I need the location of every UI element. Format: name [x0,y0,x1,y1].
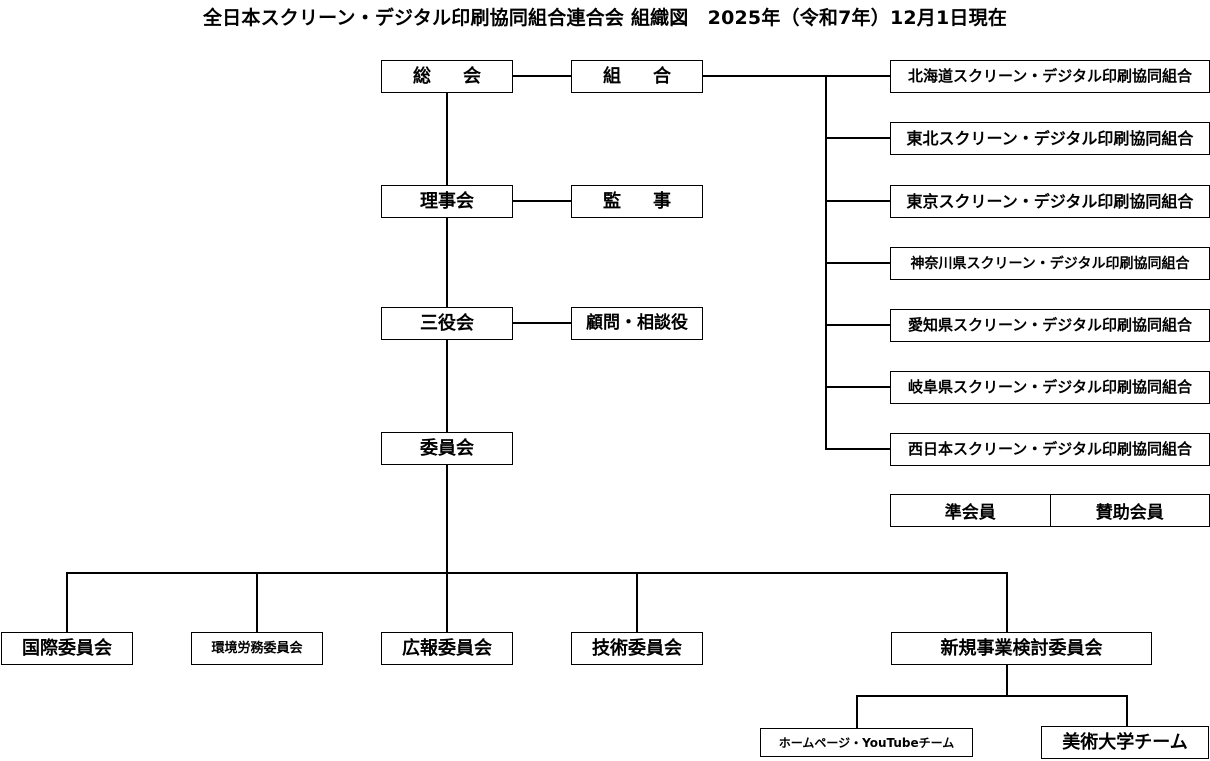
node-member-union-tokyo[interactable]: 東京スクリーン・デジタル印刷協同組合 [890,185,1210,218]
connector-team-bus [856,695,1127,697]
connector-committee-bus [446,464,448,572]
node-committee-technical[interactable]: 技術委員会 [571,632,703,665]
node-member-union-kanagawa[interactable]: 神奈川県スクリーン・デジタル印刷協同組合 [890,247,1210,280]
connector-branch-newbusiness [1006,572,1008,632]
connector-branch-art-team [1126,695,1128,728]
connector-branch-environment [256,572,258,632]
connector-committee-horizontal-bus [66,572,1007,574]
node-associate-member[interactable]: 準会員 [944,503,996,523]
page-title: 全日本スクリーン・デジタル印刷協同組合連合会 組織図 2025年（令和7年）12… [202,7,1008,29]
connector-union-stub-3 [825,200,891,202]
connector-assembly-board [446,92,448,186]
node-committee-environment-labor[interactable]: 環境労務委員会 [191,632,323,665]
node-union[interactable]: 組 合 [571,60,703,93]
node-member-union-nishinihon[interactable]: 西日本スクリーン・デジタル印刷協同組合 [890,433,1210,466]
connector-union-stub-7 [825,448,891,450]
connector-board-exec [446,217,448,307]
connector-exec-advisor [512,322,571,324]
member-class-box: 準会員 賛助会員 [890,494,1210,527]
node-committee-international[interactable]: 国際委員会 [1,632,133,665]
node-general-assembly[interactable]: 総 会 [381,60,513,93]
connector-branch-web-team [856,695,858,728]
connector-newbusiness-down [1006,664,1008,695]
node-supporting-member[interactable]: 賛助会員 [1049,495,1210,526]
node-member-union-gifu[interactable]: 岐阜県スクリーン・デジタル印刷協同組合 [890,371,1210,404]
connector-branch-international [66,572,68,632]
node-auditor[interactable]: 監 事 [571,185,703,218]
connector-union-stub-4 [825,262,891,264]
connector-union-stub-2 [825,137,891,139]
connector-union-stub-1 [825,75,891,77]
node-committee-public-relations[interactable]: 広報委員会 [381,632,513,665]
node-committee[interactable]: 委員会 [381,432,513,465]
node-executive-committee[interactable]: 三役会 [381,307,513,340]
connector-union-stub-6 [825,386,891,388]
node-team-art-university[interactable]: 美術大学チーム [1041,726,1209,759]
node-member-union-tohoku[interactable]: 東北スクリーン・デジタル印刷協同組合 [890,122,1210,155]
connector-union-trunk [702,75,826,77]
node-member-union-hokkaido[interactable]: 北海道スクリーン・デジタル印刷協同組合 [890,60,1210,93]
node-member-union-aichi[interactable]: 愛知県スクリーン・デジタル印刷協同組合 [890,309,1210,342]
connector-board-auditor [512,200,571,202]
node-board-of-directors[interactable]: 理事会 [381,185,513,218]
node-committee-new-business[interactable]: 新規事業検討委員会 [891,632,1152,665]
node-team-homepage-youtube[interactable]: ホームページ・YouTubeチーム [760,728,973,757]
connector-exec-committee [446,339,448,433]
node-advisor[interactable]: 顧問・相談役 [571,307,703,340]
connector-assembly-union [512,75,571,77]
connector-branch-pr [446,572,448,632]
connector-union-stub-5 [825,324,891,326]
connector-branch-technical [636,572,638,632]
